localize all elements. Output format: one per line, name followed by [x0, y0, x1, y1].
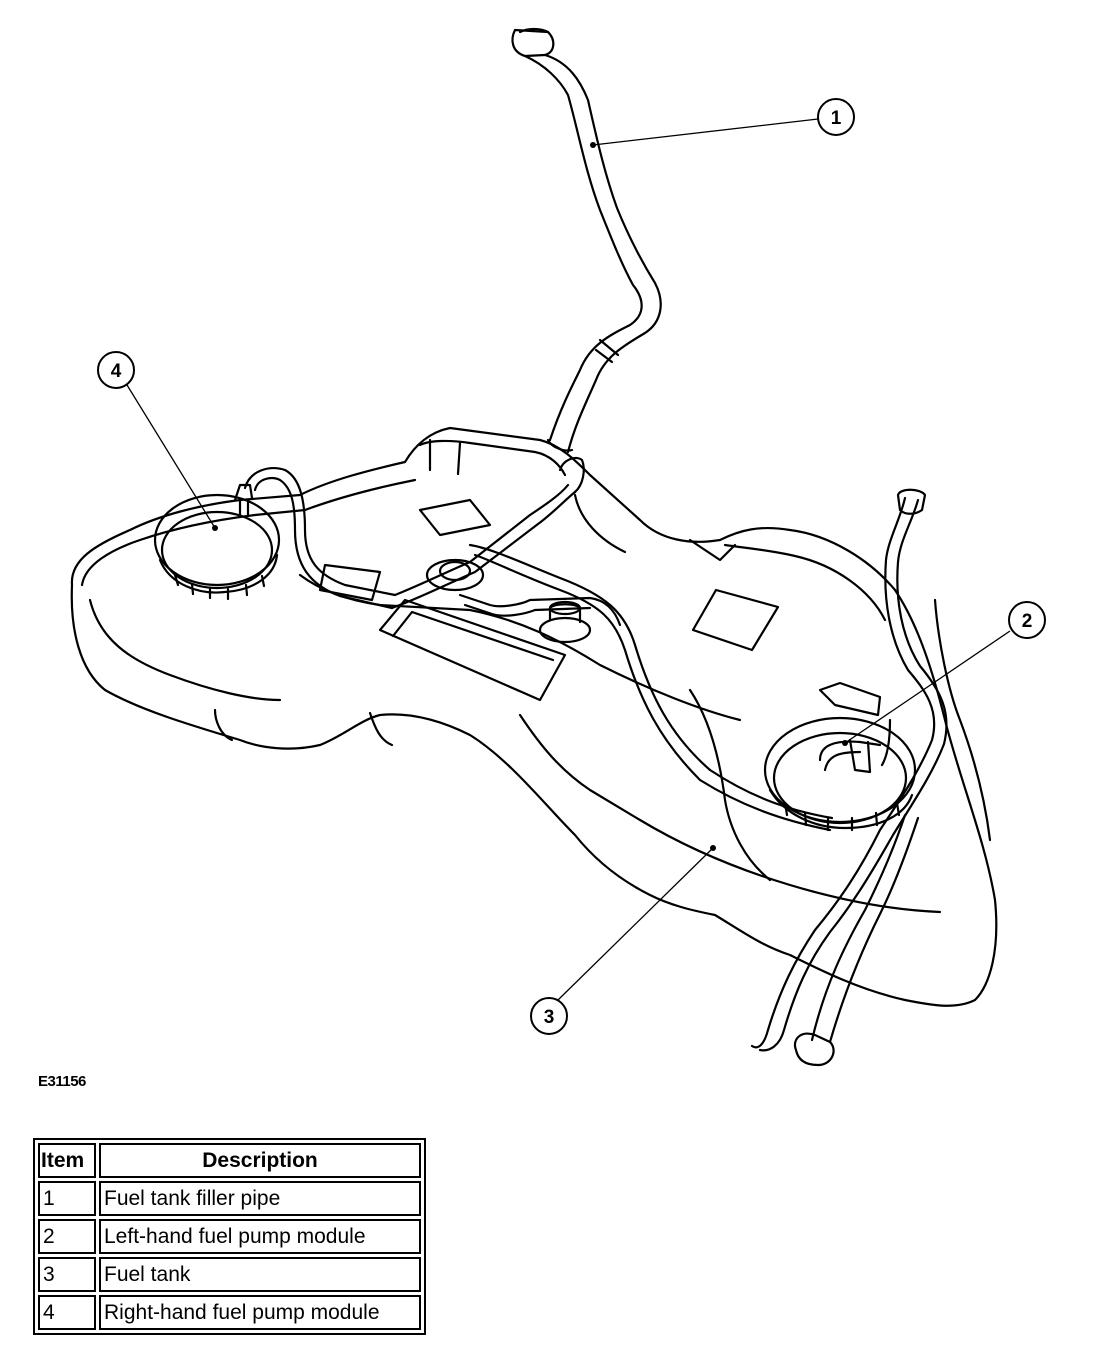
legend-item-number: 1 [38, 1181, 96, 1216]
leader-line-1 [592, 118, 819, 146]
legend-item-number: 4 [38, 1295, 96, 1330]
leader-dot-3 [710, 845, 716, 851]
figure-code: E31156 [38, 1073, 86, 1090]
leader-line-2 [844, 630, 1011, 744]
legend-item-description: Fuel tank filler pipe [99, 1181, 421, 1216]
callout-3-label: 3 [544, 1007, 555, 1028]
table-row: 2 Left-hand fuel pump module [38, 1219, 421, 1254]
legend-header-item: Item [38, 1143, 96, 1178]
right-hand-pump-module [153, 483, 281, 601]
fuel-tank-diagram: 1 2 3 4 [70, 27, 1046, 1067]
leader-dot-4 [212, 525, 218, 531]
callout-2-label: 2 [1022, 611, 1033, 632]
callout-4-label: 4 [111, 361, 122, 382]
legend-item-number: 2 [38, 1219, 96, 1254]
legend-header-description: Description [99, 1143, 421, 1178]
callout-4: 4 [97, 351, 135, 389]
legend-item-description: Right-hand fuel pump module [99, 1295, 421, 1330]
leader-dot-2 [842, 740, 848, 746]
callout-3: 3 [530, 997, 568, 1035]
legend-item-description: Fuel tank [99, 1257, 421, 1292]
legend-item-description: Left-hand fuel pump module [99, 1219, 421, 1254]
callout-1-label: 1 [831, 108, 842, 129]
legend-item-number: 3 [38, 1257, 96, 1292]
fuel-tank-outline [70, 426, 998, 1007]
table-row: 3 Fuel tank [38, 1257, 421, 1292]
fuel-lines [243, 456, 834, 832]
callout-1: 1 [817, 98, 855, 136]
leader-line-3 [557, 847, 714, 1001]
left-hand-pump-module [763, 681, 917, 832]
filler-pipe [511, 27, 662, 454]
legend-table: Item Description 1 Fuel tank filler pipe… [33, 1138, 426, 1335]
feed-and-return-hoses [750, 488, 992, 1067]
table-row: 1 Fuel tank filler pipe [38, 1181, 421, 1216]
legend-header-row: Item Description [38, 1143, 421, 1178]
leader-dot-1 [590, 142, 596, 148]
callout-2: 2 [1008, 601, 1046, 639]
leader-line-4 [126, 384, 216, 529]
table-row: 4 Right-hand fuel pump module [38, 1295, 421, 1330]
